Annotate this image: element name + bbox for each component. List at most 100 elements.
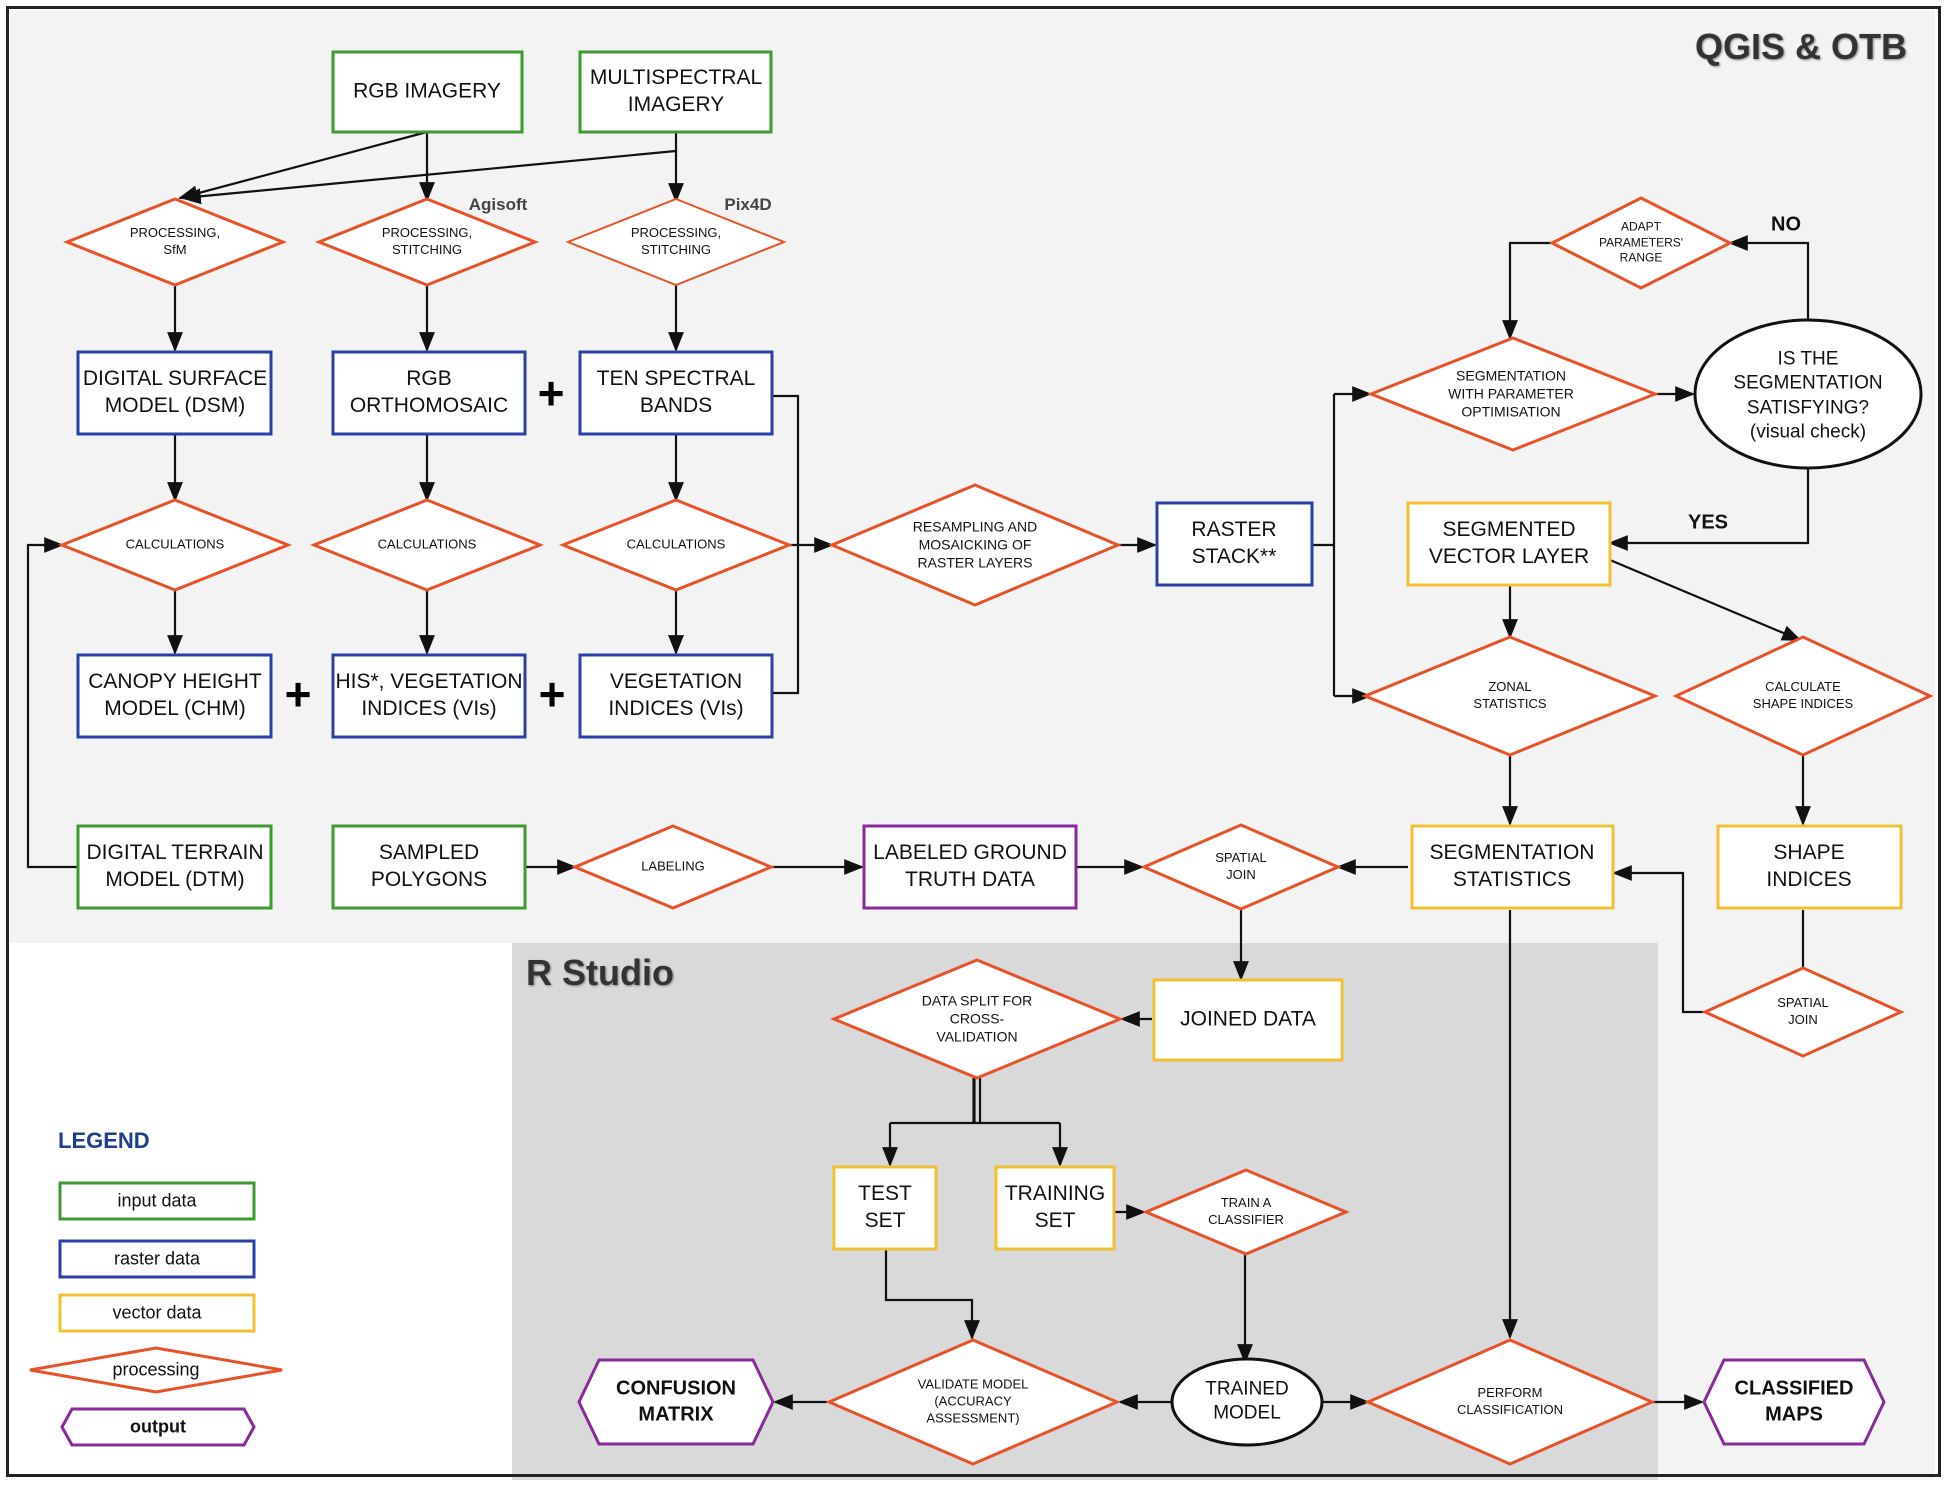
rgb-imagery-label: RGB IMAGERY (353, 79, 501, 103)
plus-icon: + (284, 668, 312, 720)
plus-icon: + (538, 668, 566, 720)
joined-data-box (1152, 978, 1344, 1062)
processing-stitching-rgb-label: PROCESSING, STITCHING (381, 225, 473, 257)
legend-input-label: input data (117, 1190, 197, 1211)
training-set-box (994, 1165, 1116, 1251)
spatial-join-2-diamond (1701, 966, 1905, 1058)
chm-box (76, 653, 273, 739)
processing-stitching-rgb-diamond (314, 197, 540, 287)
data-split-label: DATA SPLIT FOR CROSS- VALIDATION (921, 992, 1033, 1046)
legend-raster-swatch (58, 1239, 256, 1279)
ms-vi-label: VEGETATION INDICES (VIs) (608, 670, 744, 720)
qgis-zone-title: QGIS & OTB (1694, 26, 1907, 67)
perform-classification-label: PERFORM CLASSIFICATION (1457, 1385, 1563, 1417)
calc-dsm-label: CALCULATIONS (125, 536, 225, 552)
raster-stack-label: RASTER STACK** (1191, 518, 1277, 568)
labeled-ground-truth-label: LABELED GROUND TRUTH DATA (873, 841, 1067, 891)
test-set-box (832, 1165, 938, 1251)
no-branch-label: NO (1771, 213, 1801, 236)
spatial-join-1-label: SPATIAL JOIN (1215, 850, 1267, 882)
resampling-label: RESAMPLING AND MOSAICKING OF RASTER LAYE… (912, 518, 1038, 572)
legend-vector-label: vector data (112, 1302, 202, 1323)
data-split-diamond (830, 958, 1124, 1080)
edge (178, 130, 428, 202)
spatial-join-2-label: SPATIAL JOIN (1777, 995, 1829, 1027)
processing-sfm-diamond (62, 197, 288, 287)
his-vi-box (331, 653, 527, 739)
train-classifier-diamond (1142, 1168, 1350, 1256)
calc-rgb-diamond (309, 498, 545, 592)
processing-stitching-ms-label: PROCESSING, STITCHING (630, 225, 722, 257)
calc-ms-label: CALCULATIONS (626, 536, 726, 552)
zonal-statistics-diamond (1361, 635, 1659, 757)
trained-model-ellipse (1170, 1357, 1324, 1447)
edge (1612, 865, 1704, 1014)
confusion-matrix-label: CONFUSION MATRIX (616, 1377, 736, 1425)
multispectral-imagery-label: MULTISPECTRAL IMAGERY (589, 66, 763, 116)
processing-stitching-ms-diamond (565, 197, 787, 287)
dsm-label: DIGITAL SURFACE MODEL (DSM) (82, 367, 268, 417)
ten-spectral-bands-label: TEN SPECTRAL BANDS (596, 367, 756, 417)
raster-stack-box (1155, 501, 1314, 587)
classified-maps-hexagon (1702, 1358, 1886, 1446)
calc-shape-diamond (1672, 635, 1934, 757)
dtm-box (76, 824, 273, 910)
rgb-orthomosaic-box (331, 350, 527, 436)
satisfying-check-label: IS THE SEGMENTATION SATISFYING? (visual … (1733, 348, 1883, 443)
segmentation-stats-box (1410, 824, 1615, 910)
diagram-frame (6, 6, 1941, 1477)
segmented-vector-label: SEGMENTED VECTOR LAYER (1428, 518, 1590, 568)
pix4d-label: Pix4D (724, 195, 772, 214)
calc-ms-diamond (558, 498, 794, 592)
legend-processing-swatch (29, 1346, 283, 1394)
agisoft-label: Agisoft (468, 195, 528, 214)
edge (26, 537, 78, 869)
his-vi-label: HIS*, VEGETATION INDICES (VIs) (335, 670, 523, 720)
legend-output-label: output (130, 1416, 186, 1437)
segmented-vector-box (1406, 501, 1612, 587)
shape-indices-label: SHAPE INDICES (1766, 841, 1852, 891)
legend-output-swatch (60, 1407, 256, 1447)
segmentation-label: SEGMENTATION WITH PARAMETER OPTIMISATION (1448, 367, 1574, 421)
sampled-polygons-label: SAMPLED POLYGONS (370, 841, 488, 891)
sampled-polygons-box (331, 824, 527, 910)
test-set-label: TEST SET (858, 1182, 912, 1232)
calc-dsm-diamond (57, 498, 293, 592)
segmentation-diamond (1366, 336, 1660, 452)
multispectral-imagery-box (578, 50, 773, 134)
dtm-label: DIGITAL TERRAIN MODEL (DTM) (86, 841, 264, 891)
training-set-label: TRAINING SET (1004, 1182, 1106, 1232)
train-classifier-label: TRAIN A CLASSIFIER (1208, 1195, 1284, 1227)
joined-data-label: JOINED DATA (1180, 1007, 1316, 1031)
edge (1728, 235, 1810, 320)
edge (1502, 241, 1552, 340)
zonal-statistics-label: ZONAL STATISTICS (1473, 679, 1547, 711)
segmentation-stats-label: SEGMENTATION STATISTICS (1429, 841, 1595, 891)
rgb-imagery-box (331, 50, 524, 134)
validate-model-diamond (825, 1338, 1121, 1466)
perform-classification-diamond (1364, 1338, 1656, 1466)
shape-indices-box (1716, 824, 1903, 910)
legend-input-swatch (58, 1181, 256, 1221)
rstudio-zone-title: R Studio (526, 952, 674, 993)
labeled-ground-truth-box (862, 824, 1078, 910)
ten-spectral-bands-box (578, 350, 774, 436)
satisfying-check-ellipse (1693, 318, 1923, 470)
validate-model-label: VALIDATE MODEL (ACCURACY ASSESSMENT) (917, 1376, 1029, 1426)
plus-icon: + (537, 367, 565, 419)
calc-shape-label: CALCULATE SHAPE INDICES (1752, 679, 1854, 711)
dsm-box (76, 350, 273, 436)
calc-rgb-label: CALCULATIONS (377, 536, 477, 552)
edge (1608, 468, 1810, 551)
legend-raster-label: raster data (113, 1248, 201, 1269)
processing-sfm-label: PROCESSING, SfM (129, 225, 221, 257)
rgb-orthomosaic-label: RGB ORTHOMOSAIC (349, 367, 509, 417)
legend-vector-swatch (58, 1293, 256, 1333)
classified-maps-label: CLASSIFIED MAPS (1734, 1377, 1854, 1425)
labeling-diamond (571, 824, 775, 910)
labeling-label: LABELING (641, 858, 705, 874)
edge (1609, 558, 1802, 642)
adapt-parameters-label: ADAPT PARAMETERS' RANGE (1598, 219, 1684, 265)
trained-model-label: TRAINED MODEL (1205, 1378, 1289, 1424)
